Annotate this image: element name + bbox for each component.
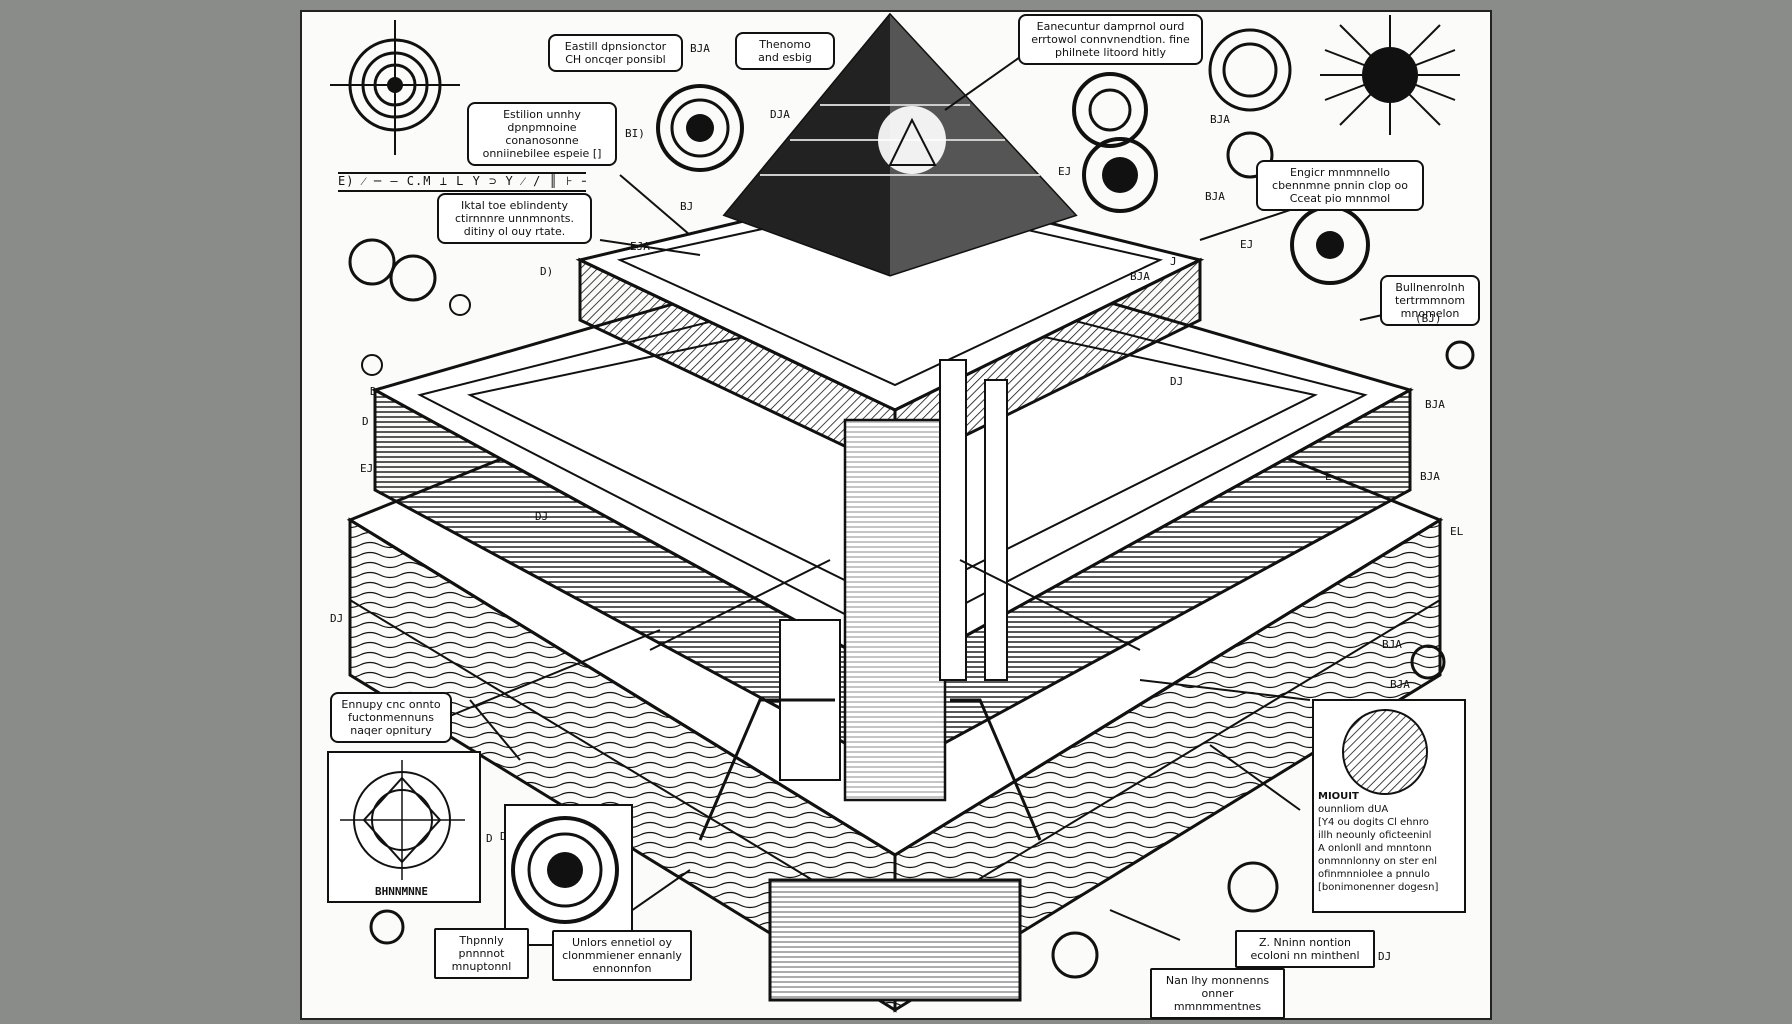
- sunburst: [1320, 15, 1460, 135]
- side-panel-line: ounnliom dUA: [1318, 804, 1389, 815]
- capstone-pyramid: [722, 12, 1078, 277]
- ring-top-left: [330, 20, 460, 155]
- small-code: EJ: [1240, 238, 1254, 251]
- header-banner: E) ⁄ ─ ‒ C.M ⊥ L Y ⊃ Y ⁄ / ║ ⊦ ⊣ U: [338, 172, 586, 192]
- small-code: (BJ): [1415, 312, 1442, 325]
- upper-tier: [575, 183, 1205, 473]
- small-code: BJA: [1210, 113, 1230, 126]
- side-panel-line: [Y4 ou dogits Cl ehnro: [1318, 817, 1429, 828]
- small-code: BJA: [1420, 470, 1440, 483]
- small-code: BJA: [690, 42, 710, 55]
- small-code: EJ: [1058, 165, 1072, 178]
- small-code: DJ: [535, 510, 549, 523]
- compass-caption: BHNNMNNE: [375, 885, 428, 898]
- ring-upper-mid: [656, 84, 744, 172]
- speaker-box: [504, 804, 633, 946]
- small-code: DJA: [770, 108, 790, 121]
- ring-right-2: [1208, 28, 1292, 112]
- small-code: EL: [1450, 525, 1464, 538]
- small-code: BJA: [1390, 678, 1410, 691]
- side-panel-line: A onlonll and mnntonn: [1318, 843, 1432, 854]
- interior-shafts: [649, 359, 1141, 1002]
- side-panel-title: MIOUIT: [1318, 791, 1359, 802]
- small-code: EJA: [630, 240, 650, 253]
- side-panel-box: [1312, 699, 1466, 913]
- small-code: J: [1170, 255, 1177, 268]
- small-code: DJ: [1170, 375, 1184, 388]
- small-code: BI): [625, 127, 645, 140]
- small-code: BJ: [680, 200, 694, 213]
- side-panel-line: onmnnlonny on ster enl: [1318, 856, 1438, 867]
- small-code: BJA: [1425, 398, 1445, 411]
- small-code: D: [486, 832, 493, 845]
- small-code: D): [540, 265, 554, 278]
- side-panel-line: illh neounly oficteeninl: [1318, 830, 1432, 841]
- side-panel-line: [bonimonenner dogesn]: [1318, 882, 1439, 893]
- small-code: DJ: [330, 612, 344, 625]
- concentric-ring-decorations: [330, 15, 1475, 979]
- small-code: D: [370, 385, 377, 398]
- compass-box: [327, 751, 481, 903]
- small-code: BJA: [1382, 638, 1402, 651]
- small-code: D: [500, 830, 507, 843]
- small-code: BJA: [1130, 270, 1150, 283]
- ring-right-1: [1072, 72, 1148, 148]
- small-code: D: [362, 415, 369, 428]
- side-panel-text: MIOUIT ounnliom dUA [Y4 ou dogits Cl ehn…: [1318, 790, 1463, 894]
- small-code: E: [1325, 470, 1332, 483]
- small-code: BJA: [1205, 190, 1225, 203]
- small-code: EJ: [360, 462, 374, 475]
- side-panel-line: ofinmnniolee a pnnulo: [1318, 869, 1430, 880]
- small-code: DJ: [1378, 950, 1392, 963]
